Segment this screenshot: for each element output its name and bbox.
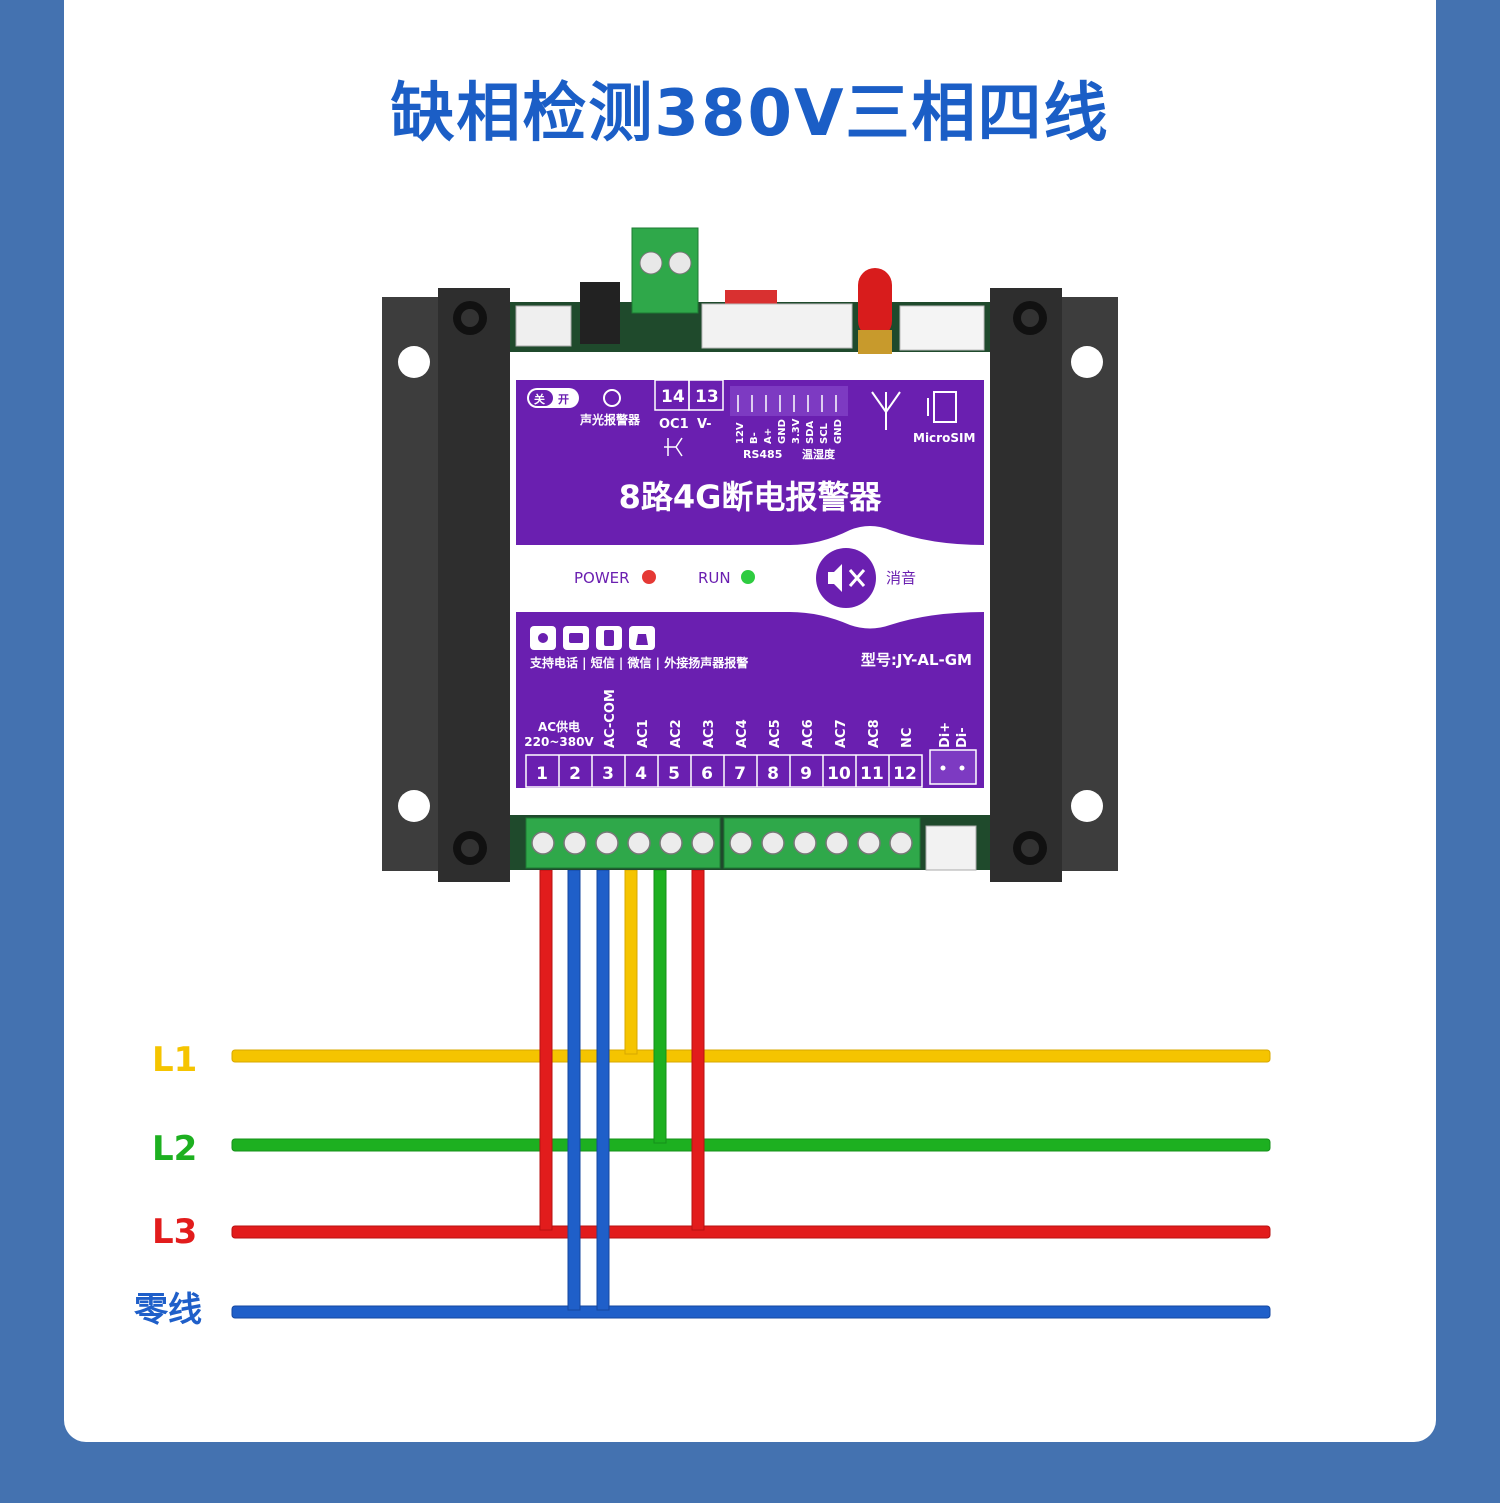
mute-label: 消音 xyxy=(886,569,916,587)
terminal-5: 5 xyxy=(668,764,680,784)
screw-icon xyxy=(453,301,1047,865)
label-ac4: AC4 xyxy=(735,719,750,748)
label-ac7: AC7 xyxy=(834,719,849,748)
drop-wires xyxy=(539,869,705,1311)
ac-supply-label: AC供电 xyxy=(538,719,580,734)
pin-12v: 12V xyxy=(735,422,746,444)
features-label: 支持电话 | 短信 | 微信 | 外接扬声器报警 xyxy=(529,655,748,670)
siren-icon xyxy=(603,389,621,407)
switch-on-label: 开 xyxy=(558,393,569,406)
terminal-2: 2 xyxy=(569,764,581,784)
l2-line xyxy=(231,1138,1271,1152)
power-label: POWER xyxy=(574,569,630,587)
run-led xyxy=(741,570,755,584)
speaker-mute-icon xyxy=(828,564,866,592)
run-label: RUN xyxy=(698,569,731,587)
terminal-3: 3 xyxy=(602,764,614,784)
label-ac8: AC8 xyxy=(867,719,882,748)
port-14: 14 xyxy=(661,387,685,407)
label-nc: NC xyxy=(900,728,915,748)
wire-supply-n xyxy=(567,869,581,1311)
temp-humidity-label: 温湿度 xyxy=(802,447,836,461)
device-name: 8路4G断电报警器 xyxy=(619,478,883,516)
port-13: 13 xyxy=(695,387,719,407)
pin-scl: SCL xyxy=(819,422,830,444)
header-pins xyxy=(737,395,837,412)
oc1-label: OC1 xyxy=(659,417,689,432)
device: 关 开 声光报警器 14 13 OC1 V- 12V B- A+ GND 3.3… xyxy=(382,227,1118,882)
terminal-1: 1 xyxy=(536,764,548,784)
terminal-12: 12 xyxy=(893,764,917,784)
pin-a: A+ xyxy=(763,428,774,444)
power-led xyxy=(642,570,656,584)
vminus-label: V- xyxy=(697,417,712,432)
switch-off-label: 关 xyxy=(534,392,545,406)
sim-slot xyxy=(899,305,985,351)
label-di-plus: Di+ xyxy=(938,722,953,748)
neutral-line xyxy=(231,1305,1271,1319)
feature-icons xyxy=(530,626,655,650)
label-ac3: AC3 xyxy=(702,719,717,748)
antenna xyxy=(858,268,892,338)
terminal-10: 10 xyxy=(827,764,851,784)
antenna-icon xyxy=(871,391,901,430)
wire-ac1 xyxy=(624,869,638,1055)
sim-icon xyxy=(927,391,957,423)
transistor-icon xyxy=(664,437,683,457)
pin-3v3: 3.3V xyxy=(791,418,802,444)
l1-line xyxy=(231,1049,1271,1063)
terminal-numbers xyxy=(525,749,977,788)
wire-supply xyxy=(539,869,553,1231)
terminal-4: 4 xyxy=(635,764,647,784)
mute-button[interactable] xyxy=(816,548,876,608)
bus-lines xyxy=(231,1049,1271,1319)
l3-label: L3 xyxy=(152,1212,197,1252)
label-ac1: AC1 xyxy=(636,719,651,748)
label-ac5: AC5 xyxy=(768,719,783,748)
l2-label: L2 xyxy=(152,1129,197,1169)
pin-gnd: GND xyxy=(777,419,788,444)
terminal-8: 8 xyxy=(767,764,779,784)
label-ac6: AC6 xyxy=(801,719,816,748)
wire-ac-com xyxy=(596,869,610,1311)
ac-voltage-label: 220~380V xyxy=(524,735,594,749)
pin-gnd2: GND xyxy=(833,419,844,444)
siren-label: 声光报警器 xyxy=(579,412,641,427)
l1-label: L1 xyxy=(152,1040,197,1080)
terminal-9: 9 xyxy=(800,764,812,784)
label-ac2: AC2 xyxy=(669,719,684,748)
terminal-block-right xyxy=(723,817,921,869)
terminal-block-left xyxy=(525,817,721,869)
page-title: 缺相检测380V三相四线 xyxy=(390,77,1110,151)
label-ac-com: AC-COM xyxy=(603,689,618,748)
sim-label: MicroSIM xyxy=(913,431,975,445)
terminal-6: 6 xyxy=(701,764,713,784)
l3-line xyxy=(231,1225,1271,1239)
pin-b: B- xyxy=(749,432,760,444)
terminal-7: 7 xyxy=(734,764,746,784)
label-di-minus: Di- xyxy=(955,727,970,748)
mount-hole-icon xyxy=(398,346,430,378)
neutral-label: 零线 xyxy=(134,1290,202,1330)
wire-ac2 xyxy=(653,869,667,1144)
model-label: 型号:JY-AL-GM xyxy=(861,651,972,669)
terminal-11: 11 xyxy=(860,764,884,784)
pin-sda: SDA xyxy=(805,420,816,444)
wire-ac3 xyxy=(691,869,705,1231)
rs485-label: RS485 xyxy=(743,448,782,461)
header-connector xyxy=(701,303,853,349)
